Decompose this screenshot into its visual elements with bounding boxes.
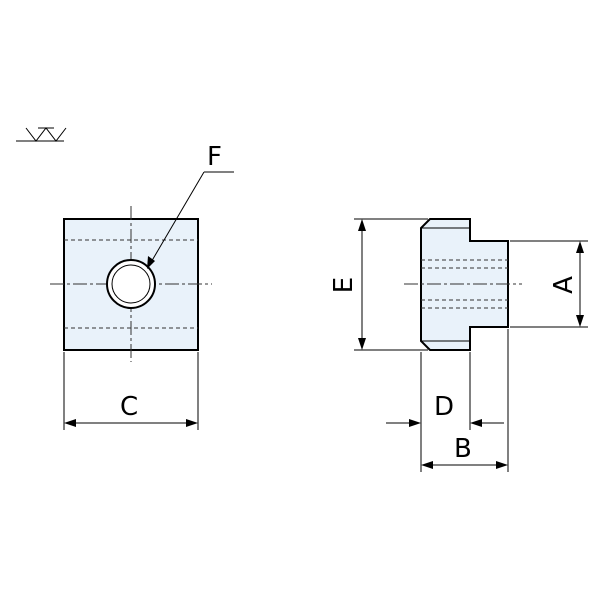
label-b: B (454, 434, 472, 464)
label-a: A (549, 276, 579, 294)
surface-finish-symbol (16, 127, 67, 142)
label-e: E (329, 277, 359, 293)
dimension-a (510, 240, 588, 328)
dimension-c (63, 352, 199, 430)
label-c: C (120, 392, 138, 422)
label-f: F (207, 142, 222, 172)
dimension-e (354, 218, 428, 351)
label-d: D (434, 392, 454, 422)
dimension-b (421, 329, 509, 472)
side-view (404, 218, 522, 351)
leader-f (147, 171, 234, 269)
threaded-hole-inner (111, 264, 151, 304)
front-view (50, 206, 212, 362)
dimension-d (386, 352, 504, 472)
side-view-body (420, 218, 509, 351)
